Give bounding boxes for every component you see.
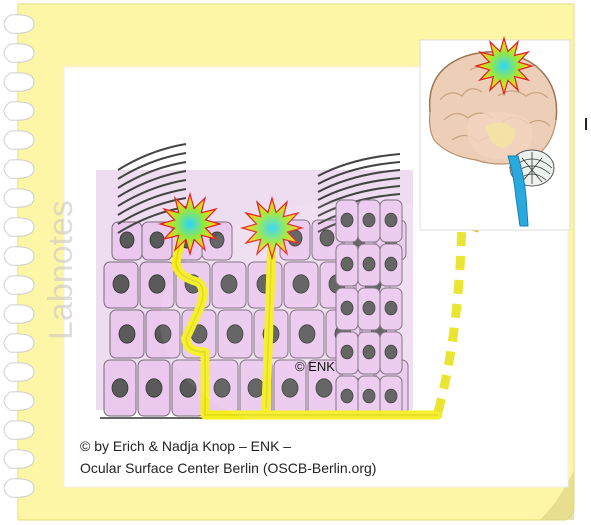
binding-ring [4, 305, 34, 324]
credit-line-2: Ocular Surface Center Berlin (OSCB-Berli… [80, 460, 376, 476]
binding-ring [4, 131, 34, 150]
shadow-overlay [160, 200, 560, 440]
watermark: Labnotes [42, 200, 80, 340]
binding-ring [4, 102, 34, 121]
binding-ring [4, 247, 34, 266]
epithelial-cell [110, 310, 144, 358]
binding-ring [4, 479, 34, 498]
binding-ring [4, 421, 34, 440]
epithelial-cell [104, 360, 136, 416]
binding-ring [4, 276, 34, 295]
binding-ring [4, 15, 34, 34]
binding-ring [4, 334, 34, 353]
binding-ring [4, 73, 34, 92]
binding-ring [4, 189, 34, 208]
ring-binding [4, 15, 34, 498]
epithelial-cell [142, 222, 172, 260]
credit-line-1: © by Erich & Nadja Knop – ENK – [80, 438, 291, 454]
binding-ring [4, 44, 34, 63]
binding-ring [4, 218, 34, 237]
binding-ring [4, 363, 34, 382]
binding-ring [4, 392, 34, 411]
binding-ring [4, 160, 34, 179]
copyright-mark: © ENK [295, 359, 335, 374]
epithelial-cell [138, 360, 170, 416]
binding-ring [4, 450, 34, 469]
epithelial-cell [104, 262, 138, 308]
